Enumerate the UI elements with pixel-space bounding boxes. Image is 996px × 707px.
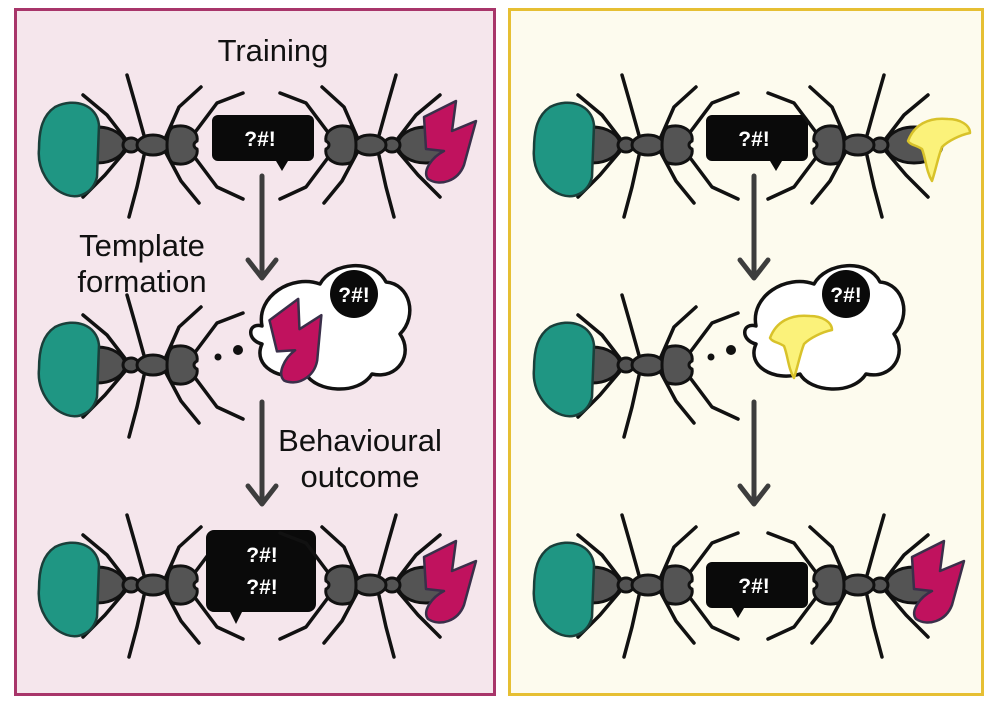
speech-bubble-text: ?#! xyxy=(738,128,770,151)
template-formation-line-1: Template xyxy=(79,228,205,263)
right-row2-ant xyxy=(532,293,740,439)
magenta-label xyxy=(422,99,478,184)
speech-bubble-text: ?#! xyxy=(244,128,276,151)
left-row1-speech-bubble: ?#! xyxy=(212,115,314,171)
magenta-label xyxy=(422,539,478,624)
template-formation-line-2: formation xyxy=(77,264,207,299)
magenta-label xyxy=(910,539,966,624)
teal-nestmate-label xyxy=(532,321,596,418)
speech-bubble-text-line-1: ?#! xyxy=(246,544,278,567)
right-row1-speech-bubble: ?#! xyxy=(706,115,808,171)
left-row3-speech-bubble: ?#! ?#! xyxy=(206,530,316,624)
arrow-down-right-1 xyxy=(740,176,768,278)
speech-bubble-text: ?#! xyxy=(738,575,770,598)
left-row2-ant xyxy=(37,293,245,439)
arrow-down-right-2 xyxy=(740,402,768,504)
right-thought-cloud: ?#! xyxy=(707,264,906,391)
right-row3-speech-bubble: ?#! xyxy=(706,562,808,618)
left-thought-cloud: ?#! xyxy=(214,264,412,391)
behavioural-outcome-line-2: outcome xyxy=(300,459,420,494)
teal-nestmate-label xyxy=(37,541,101,638)
behavioural-outcome-label: Behavioural outcome xyxy=(265,423,455,495)
teal-nestmate-label xyxy=(532,101,596,198)
template-formation-label: Template formation xyxy=(62,228,222,300)
behavioural-outcome-line-1: Behavioural xyxy=(278,423,442,458)
arrow-down-template xyxy=(248,402,276,504)
teal-nestmate-label xyxy=(37,101,101,198)
training-label: Training xyxy=(217,33,329,68)
thought-cloud-text: ?#! xyxy=(338,284,370,307)
teal-nestmate-label xyxy=(532,541,596,638)
arrow-down-training xyxy=(248,176,276,278)
thought-cloud-text: ?#! xyxy=(830,284,862,307)
teal-nestmate-label xyxy=(37,321,101,418)
speech-bubble-text-line-2: ?#! xyxy=(246,576,278,599)
